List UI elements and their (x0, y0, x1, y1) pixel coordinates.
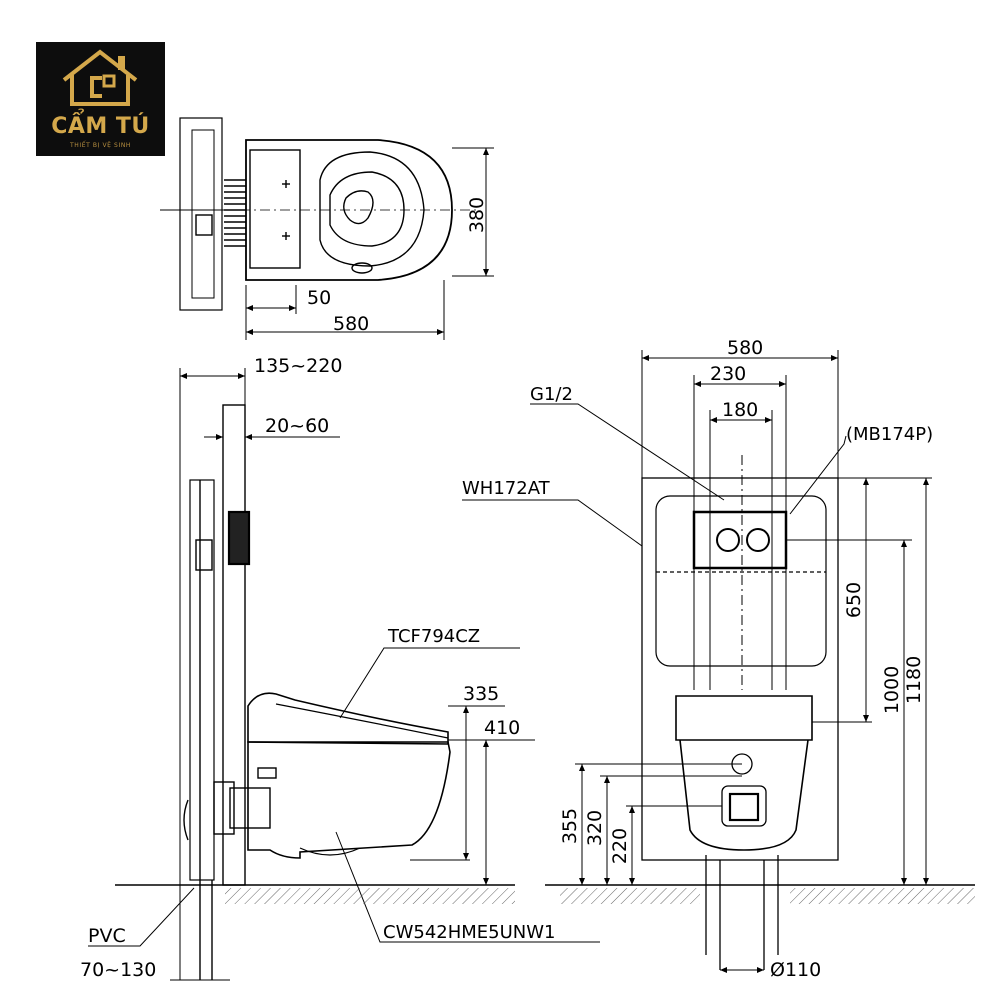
dim-220: 220 (609, 828, 631, 864)
dim-frame-depth: 135~220 (254, 355, 342, 377)
dim-320: 320 (584, 810, 606, 846)
dim-top-offset: 50 (307, 287, 331, 309)
dim-rim-height: 410 (484, 717, 520, 739)
dim-plate-width: 230 (710, 363, 746, 385)
side-view-dims (88, 368, 600, 981)
side-view (183, 404, 451, 980)
brand-tagline: THIẾT BỊ VỆ SINH (69, 142, 132, 149)
dim-top-width: 580 (333, 313, 369, 335)
front-floor-hatch-right (790, 888, 975, 904)
dim-wall: 20~60 (265, 415, 329, 437)
front-floor-hatch-left (560, 888, 700, 904)
front-view (641, 477, 839, 970)
dim-inlet-spacing: 180 (722, 399, 758, 421)
top-view (160, 117, 480, 311)
top-view-dims (245, 147, 494, 340)
label-plate: (MB174P) (846, 424, 933, 445)
brand-logo: CẨM TÚ THIẾT BỊ VỆ SINH (36, 42, 165, 156)
label-seat: TCF794CZ (387, 626, 480, 647)
dim-top-depth: 380 (466, 197, 488, 233)
dim-drain: Ø110 (770, 959, 821, 981)
label-frame: WH172AT (462, 478, 551, 499)
dim-front-width: 580 (727, 337, 763, 359)
label-pvc: PVC (88, 925, 126, 947)
label-inlet: G1/2 (530, 384, 573, 405)
dim-1180: 1180 (903, 656, 925, 704)
front-view-dims (462, 350, 932, 973)
dim-355: 355 (559, 808, 581, 844)
dim-1000: 1000 (881, 666, 903, 714)
side-floor-hatch (225, 888, 515, 904)
dim-seat-height: 335 (463, 683, 499, 705)
dim-650: 650 (843, 582, 865, 618)
brand-name: CẨM TÚ (51, 114, 150, 139)
label-bowl: CW542HME5UNW1 (383, 922, 556, 943)
dim-pvc: 70~130 (80, 959, 156, 981)
house-logo-icon (62, 49, 138, 106)
